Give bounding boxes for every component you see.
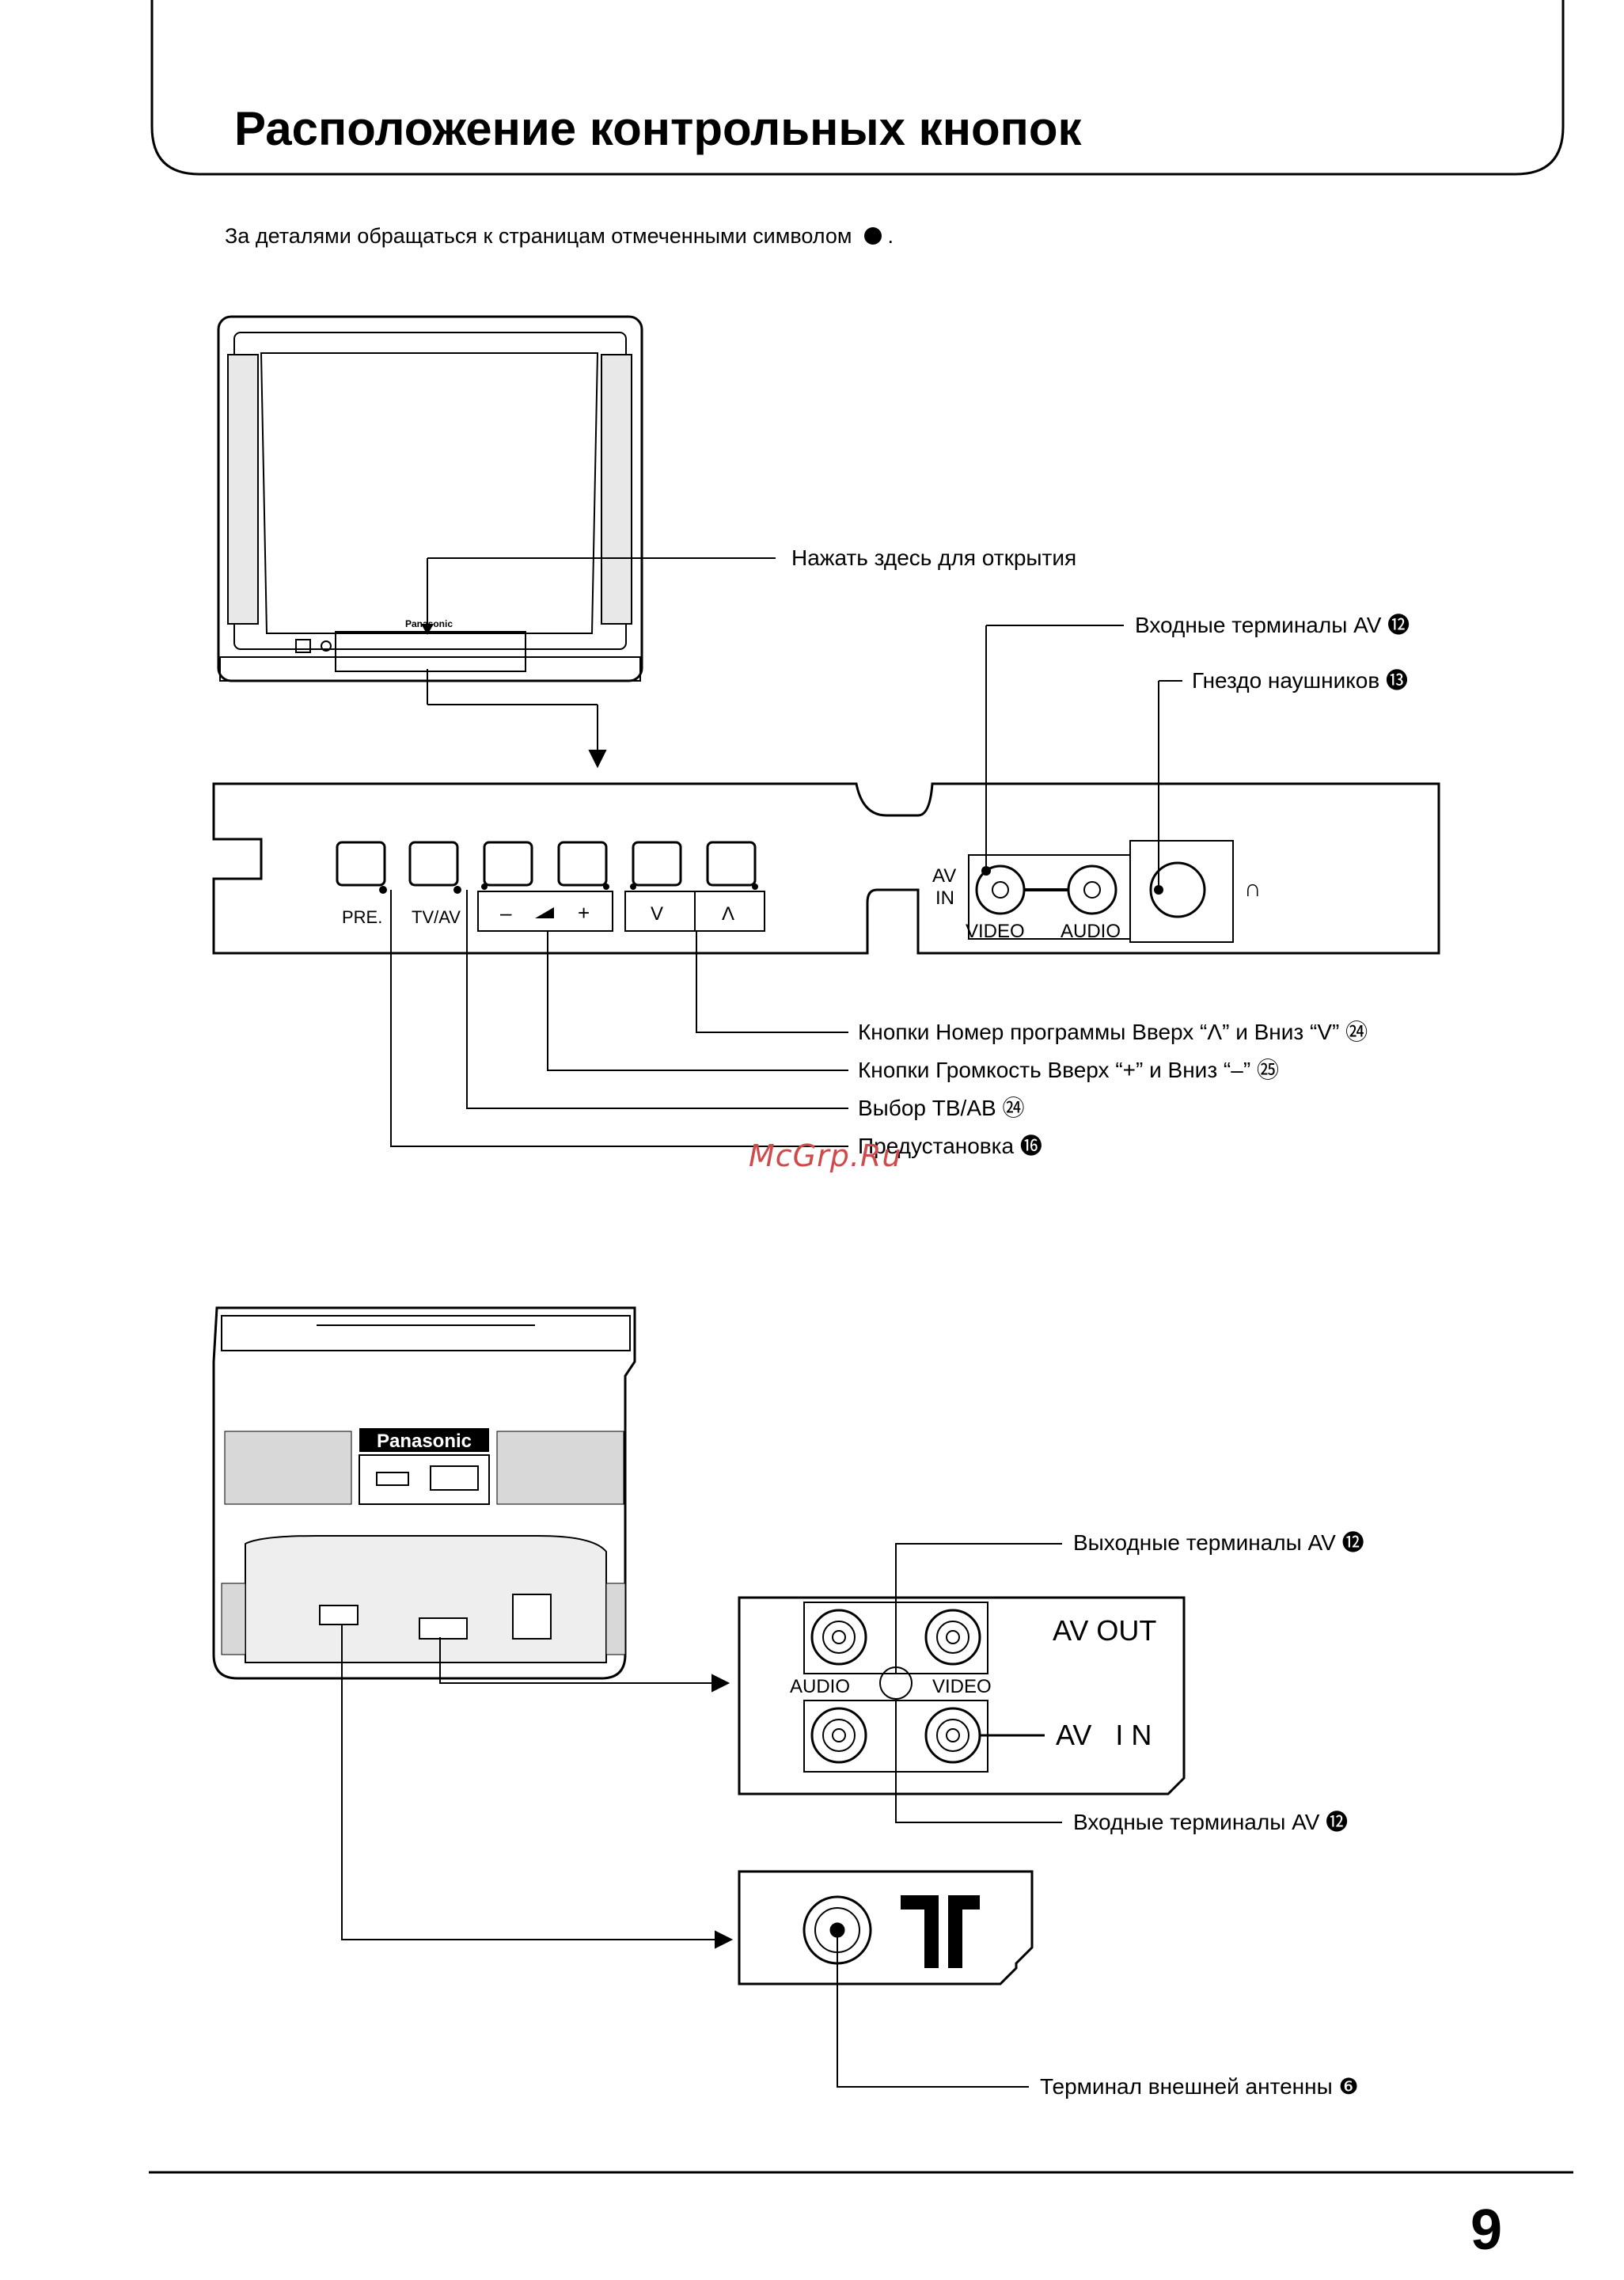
subtitle-period: . — [887, 224, 894, 248]
volume-callout-label: Кнопки Громкость Вверх “+” и Вниз “–” — [858, 1058, 1250, 1082]
headphone-callout-text: Гнездо наушников ⓭ — [1192, 668, 1408, 693]
headphone-jack[interactable] — [1149, 861, 1206, 918]
tvav-callout-text: Выбор ТВ/АВ ㉔ — [858, 1096, 1024, 1120]
rear-brand-plate — [359, 1428, 489, 1452]
rear-audio-label: AUDIO — [790, 1676, 850, 1697]
av-in-label-a: AV — [932, 865, 956, 887]
rear-av-in-callout-label: Входные терминалы AV — [1073, 1810, 1320, 1834]
av-in-audio-jack[interactable] — [810, 1707, 867, 1764]
av-in-callout-ref: ⓬ — [1387, 613, 1410, 637]
rear-video-label: VIDEO — [932, 1676, 992, 1697]
rear-brand-label: Panasonic — [377, 1431, 472, 1452]
front-tv-illustration — [217, 315, 643, 682]
page-number: 9 — [1470, 2198, 1503, 2262]
down-label: V — [651, 903, 663, 925]
tvav-callout-label: Выбор ТВ/АВ — [858, 1096, 996, 1120]
rear-av-panel — [738, 1596, 1186, 1796]
pre-label: PRE. — [342, 907, 382, 927]
page-subtitle: За деталями обращаться к страницам отмеч… — [225, 224, 894, 249]
program-callout-text: Кнопки Номер программы Вверх “Λ” и Вниз … — [858, 1020, 1368, 1044]
rear-av-jacks — [803, 1602, 1045, 1773]
rear-av-in-label: AV I N — [1056, 1719, 1152, 1751]
av-callout-leaders — [985, 625, 1182, 890]
program-down-button[interactable] — [632, 841, 682, 887]
open-callout-leader — [427, 557, 776, 769]
up-dot-icon — [752, 884, 758, 890]
av-in-leader-dot-icon — [981, 866, 991, 876]
headphone-icon: ∩ — [1244, 876, 1262, 902]
antenna-callout-ref: ❻ — [1339, 2074, 1359, 2099]
tvav-button[interactable] — [408, 841, 459, 887]
av-in-callout-label: Входные терминалы AV — [1135, 613, 1382, 637]
volume-minus-button[interactable] — [483, 841, 533, 887]
front-av-jacks — [968, 840, 1234, 943]
reference-dot-icon — [863, 227, 882, 245]
minus-label: – — [500, 901, 512, 925]
av-in-label-b: IN — [935, 887, 954, 909]
page-title: Расположение контрольных кнопок — [234, 102, 1082, 155]
plus-dot-icon — [603, 884, 609, 890]
minus-dot-icon — [481, 884, 488, 890]
volume-wedge-icon — [535, 907, 554, 918]
antenna-callout-text: Терминал внешней антенны ❻ — [1040, 2074, 1359, 2099]
rear-av-in-callout-ref: ⓬ — [1326, 1810, 1348, 1834]
antenna-panel — [738, 1870, 1034, 1986]
volume-plus-button[interactable] — [557, 841, 608, 887]
preset-callout-ref: ⓰ — [1020, 1134, 1042, 1158]
header-frame — [150, 0, 1565, 176]
volume-callout-ref: ㉕ — [1257, 1058, 1279, 1082]
rear-tv-illustration — [212, 1306, 636, 1680]
program-callout-label: Кнопки Номер программы Вверх “Λ” и Вниз … — [858, 1020, 1339, 1044]
av-out-audio-jack[interactable] — [810, 1609, 867, 1666]
pre-button[interactable] — [336, 841, 386, 887]
front-audio-jack[interactable] — [1067, 864, 1117, 915]
antenna-callout-label: Терминал внешней антенны — [1040, 2074, 1333, 2099]
down-dot-icon — [630, 884, 636, 890]
av-out-callout-label: Выходные терминалы AV — [1073, 1530, 1336, 1555]
headphone-callout-ref: ⓭ — [1386, 668, 1408, 693]
preset-callout-label: Предустановка — [858, 1134, 1015, 1158]
tvav-label: TV/AV — [412, 907, 461, 927]
program-up-button[interactable] — [706, 841, 757, 887]
rear-callout-leaders — [341, 1624, 734, 1949]
av-out-callout-ref: ⓬ — [1342, 1530, 1364, 1555]
button-callout-leaders — [390, 890, 848, 1147]
av-out-label: AV OUT — [1053, 1614, 1156, 1647]
av-in-video-jack[interactable] — [924, 1707, 981, 1764]
av-out-video-jack[interactable] — [924, 1609, 981, 1666]
front-buttons — [336, 841, 765, 932]
front-audio-label: AUDIO — [1061, 921, 1121, 942]
rear-av-callout-leaders — [895, 1543, 1062, 1823]
plus-label: + — [578, 901, 590, 925]
pre-leader-dot-icon — [379, 886, 387, 894]
open-pointer-arrow-icon — [421, 624, 434, 635]
tvav-callout-ref: ㉔ — [1002, 1096, 1024, 1120]
open-callout-text: Нажать здесь для открытия — [791, 545, 1076, 570]
front-video-label: VIDEO — [966, 921, 1025, 942]
program-callout-ref: ㉔ — [1345, 1020, 1368, 1044]
antenna-callout-leader — [837, 1930, 1029, 2088]
av-in-callout-text: Входные терминалы AV ⓬ — [1135, 613, 1410, 637]
antenna-symbol-icon — [901, 1895, 980, 1968]
headphone-leader-dot-icon — [1154, 885, 1163, 895]
rear-av-in-callout-text: Входные терминалы AV ⓬ — [1073, 1810, 1348, 1834]
watermark: McGrp.Ru — [749, 1138, 902, 1173]
volume-callout-text: Кнопки Громкость Вверх “+” и Вниз “–” ㉕ — [858, 1058, 1279, 1082]
preset-callout-text: Предустановка ⓰ — [858, 1134, 1042, 1158]
headphone-callout-label: Гнездо наушников — [1192, 668, 1379, 693]
front-control-panel — [212, 782, 1440, 955]
subtitle-text: За деталями обращаться к страницам отмеч… — [225, 224, 852, 248]
tvav-leader-dot-icon — [453, 886, 461, 894]
av-out-callout-text: Выходные терминалы AV ⓬ — [1073, 1530, 1364, 1555]
up-label: Λ — [722, 903, 734, 925]
